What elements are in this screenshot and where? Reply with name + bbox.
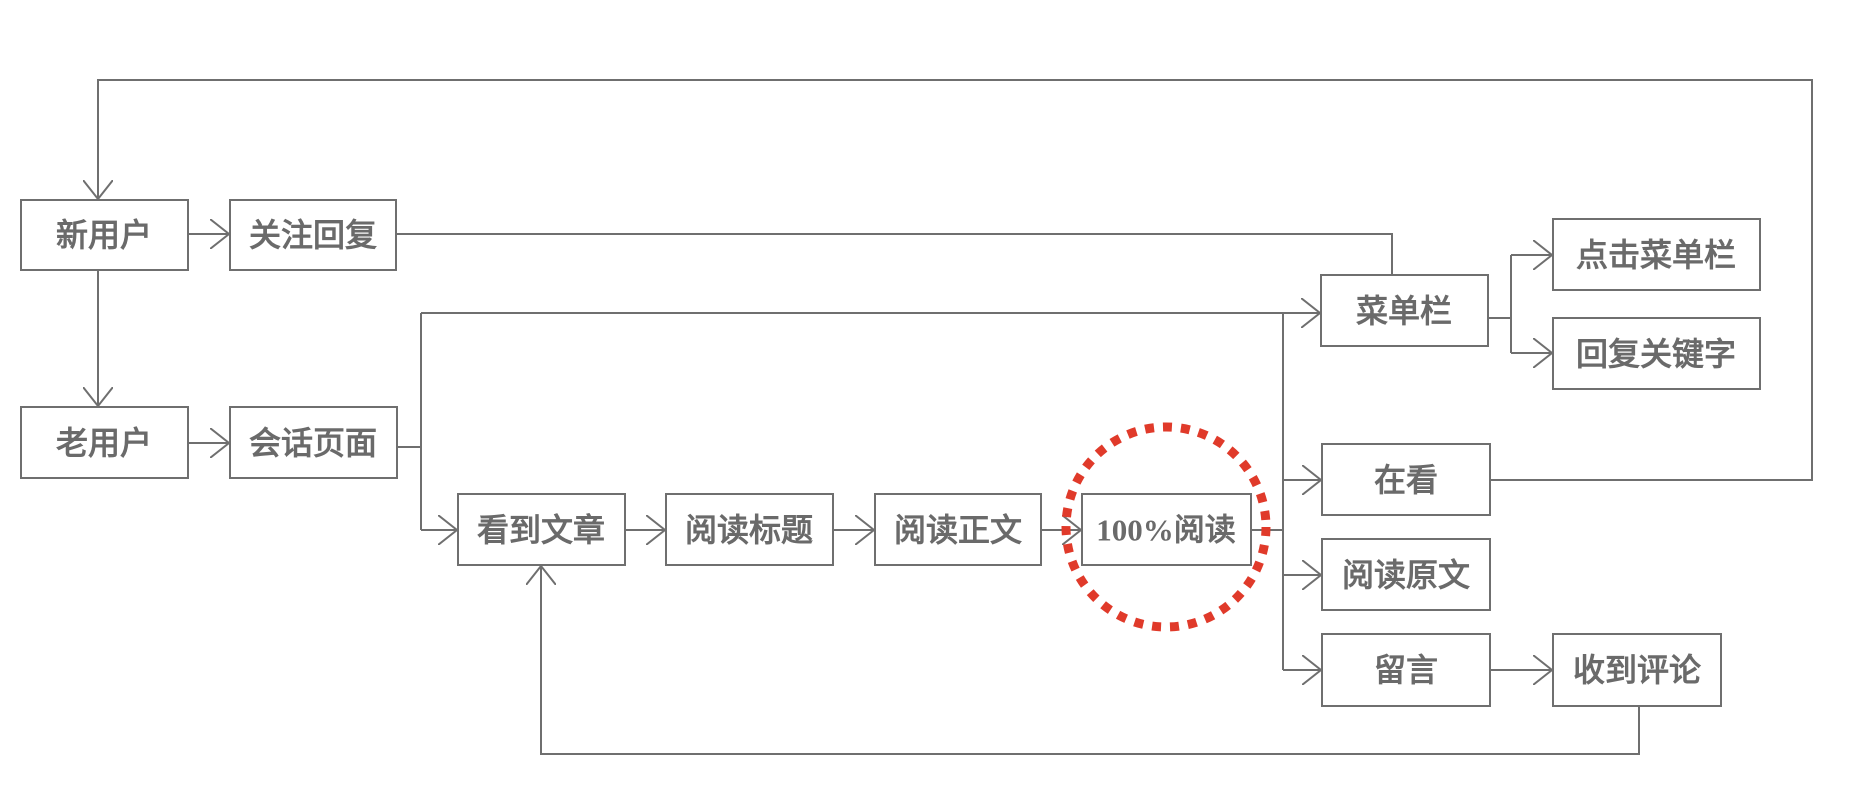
- node-label: 菜单栏: [1356, 292, 1452, 330]
- node-label: 阅读原文: [1342, 556, 1470, 594]
- node-comment: 留言: [1321, 633, 1491, 707]
- node-label: 会话页面: [249, 424, 377, 462]
- highlight-dotted-circle: [1061, 422, 1271, 632]
- node-chat-page: 会话页面: [229, 406, 398, 479]
- loop-watching-to-new-user: [98, 79, 1813, 481]
- line-follow-to-menu: [396, 233, 1393, 275]
- node-label: 新用户: [56, 216, 152, 254]
- node-label: 阅读正文: [894, 511, 1022, 549]
- node-label: 在看: [1374, 461, 1438, 499]
- node-read-original: 阅读原文: [1321, 538, 1491, 611]
- node-label: 看到文章: [477, 511, 605, 549]
- node-receive-comment: 收到评论: [1552, 633, 1722, 707]
- node-follow-reply: 关注回复: [229, 199, 397, 271]
- node-reply-keyword: 回复关键字: [1552, 317, 1761, 390]
- node-menu-bar: 菜单栏: [1320, 274, 1489, 347]
- node-read-body: 阅读正文: [874, 493, 1042, 566]
- node-label: 留言: [1374, 651, 1438, 689]
- node-label: 100%阅读: [1096, 513, 1236, 548]
- node-label: 关注回复: [249, 216, 377, 254]
- node-see-article: 看到文章: [457, 493, 626, 566]
- node-read-title: 阅读标题: [665, 493, 834, 566]
- node-label: 阅读标题: [685, 511, 813, 549]
- node-new-user: 新用户: [20, 199, 189, 271]
- node-full-read: 100%阅读: [1081, 493, 1252, 566]
- node-label: 点击菜单栏: [1576, 236, 1736, 274]
- node-label: 回复关键字: [1576, 335, 1736, 373]
- loop-receive-to-see-article: [541, 566, 1640, 755]
- node-old-user: 老用户: [20, 406, 189, 479]
- node-label: 收到评论: [1573, 651, 1702, 689]
- node-label: 老用户: [56, 424, 152, 462]
- node-click-menu: 点击菜单栏: [1552, 218, 1761, 291]
- node-watching: 在看: [1321, 443, 1491, 516]
